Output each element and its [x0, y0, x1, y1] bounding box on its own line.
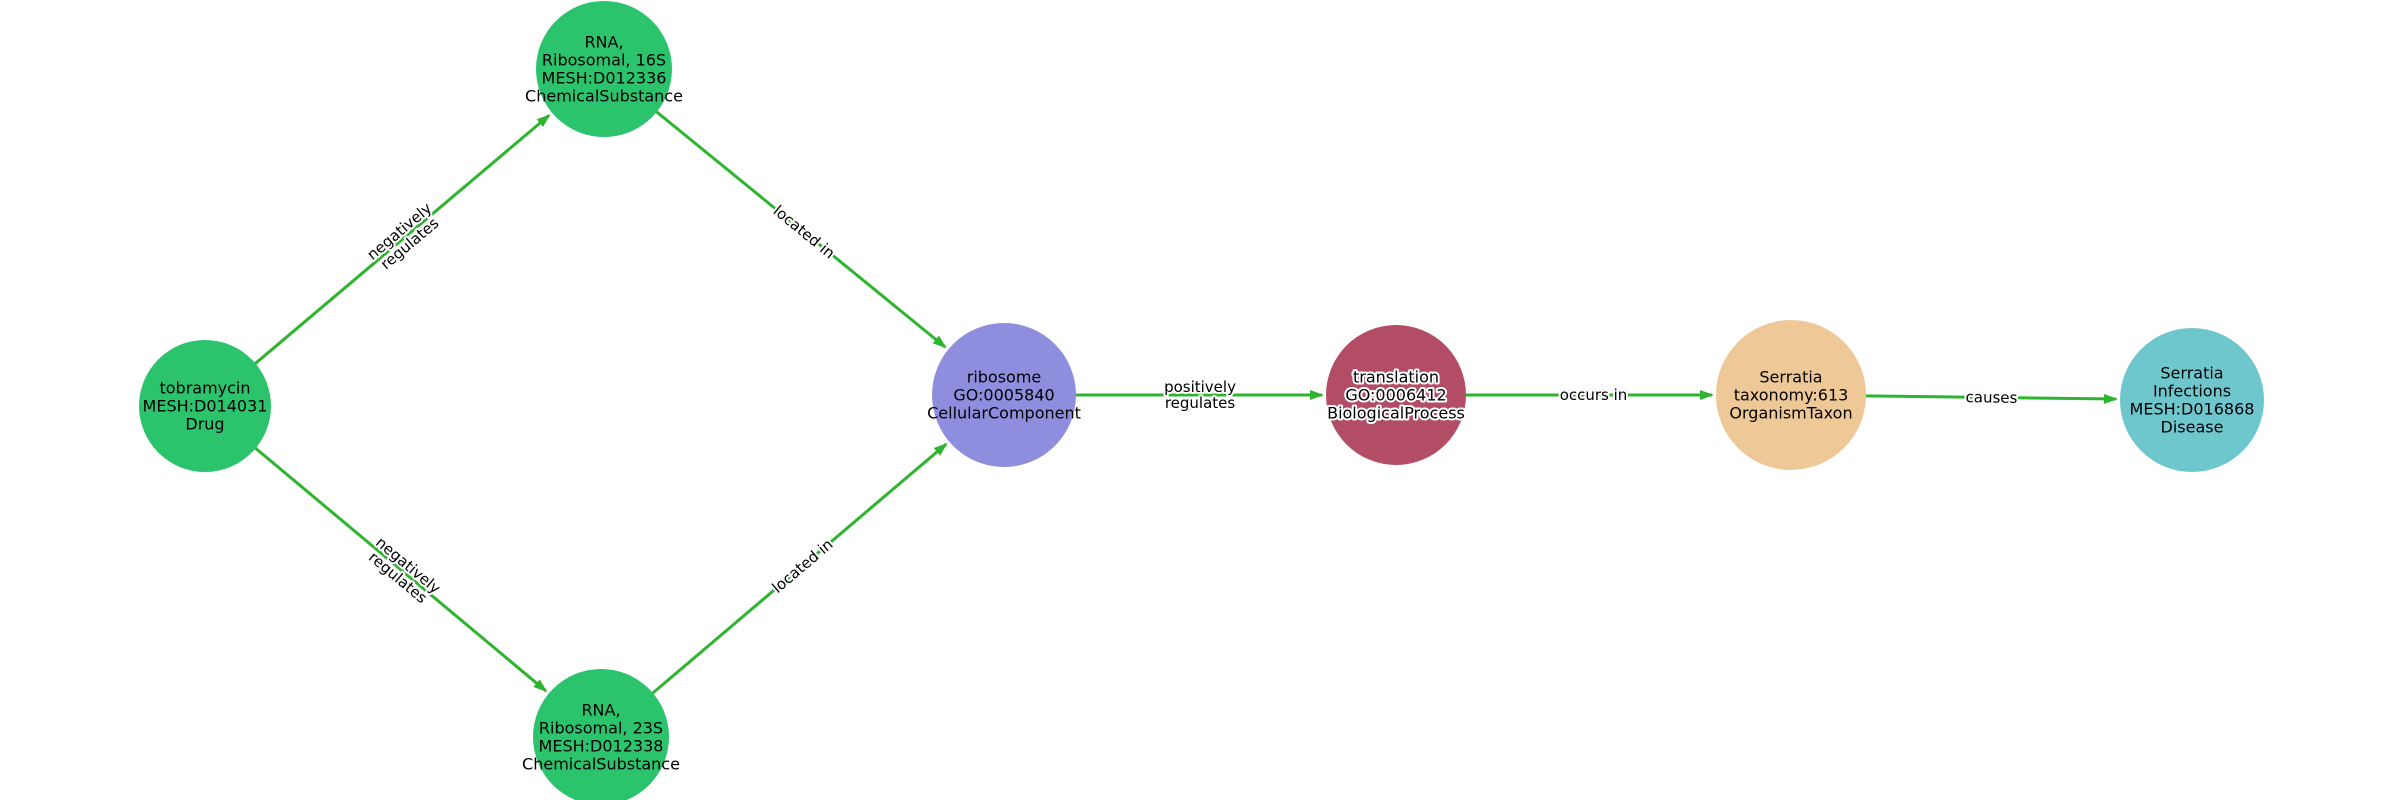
edge-label-rna-ribosomal-23s-to-ribosome: located in	[769, 535, 837, 596]
edge-tobramycin-to-rna-ribosomal-23s	[253, 446, 548, 693]
edge-serratia-to-serratia-infections	[1864, 393, 2119, 404]
edge-label-translation-to-serratia: occurs in	[1560, 386, 1628, 404]
node-circle-rna-ribosomal-16s[interactable]	[536, 1, 672, 137]
edge-label-tobramycin-to-rna-ribosomal-23s: negativelyregulates	[362, 533, 444, 610]
node-circle-ribosome[interactable]	[932, 323, 1076, 467]
edge-tobramycin-to-rna-ribosomal-16s	[253, 114, 551, 366]
node-circle-rna-ribosomal-23s[interactable]	[533, 669, 669, 800]
edge-rna-ribosomal-23s-to-ribosome	[651, 442, 948, 695]
node-circle-serratia[interactable]	[1716, 320, 1866, 470]
node-circle-serratia-infections[interactable]	[2120, 328, 2264, 472]
node-circle-tobramycin[interactable]	[139, 340, 271, 472]
edges-layer	[253, 110, 2119, 695]
edge-label-serratia-to-serratia-infections: causes	[1965, 388, 2017, 407]
edge-rna-ribosomal-16s-to-ribosome	[654, 110, 947, 349]
edge-label-rna-ribosomal-16s-to-ribosome: located in	[770, 202, 839, 263]
node-circle-translation[interactable]	[1326, 325, 1466, 465]
edge-label-tobramycin-to-rna-ribosomal-16s: negativelyregulates	[363, 199, 445, 276]
